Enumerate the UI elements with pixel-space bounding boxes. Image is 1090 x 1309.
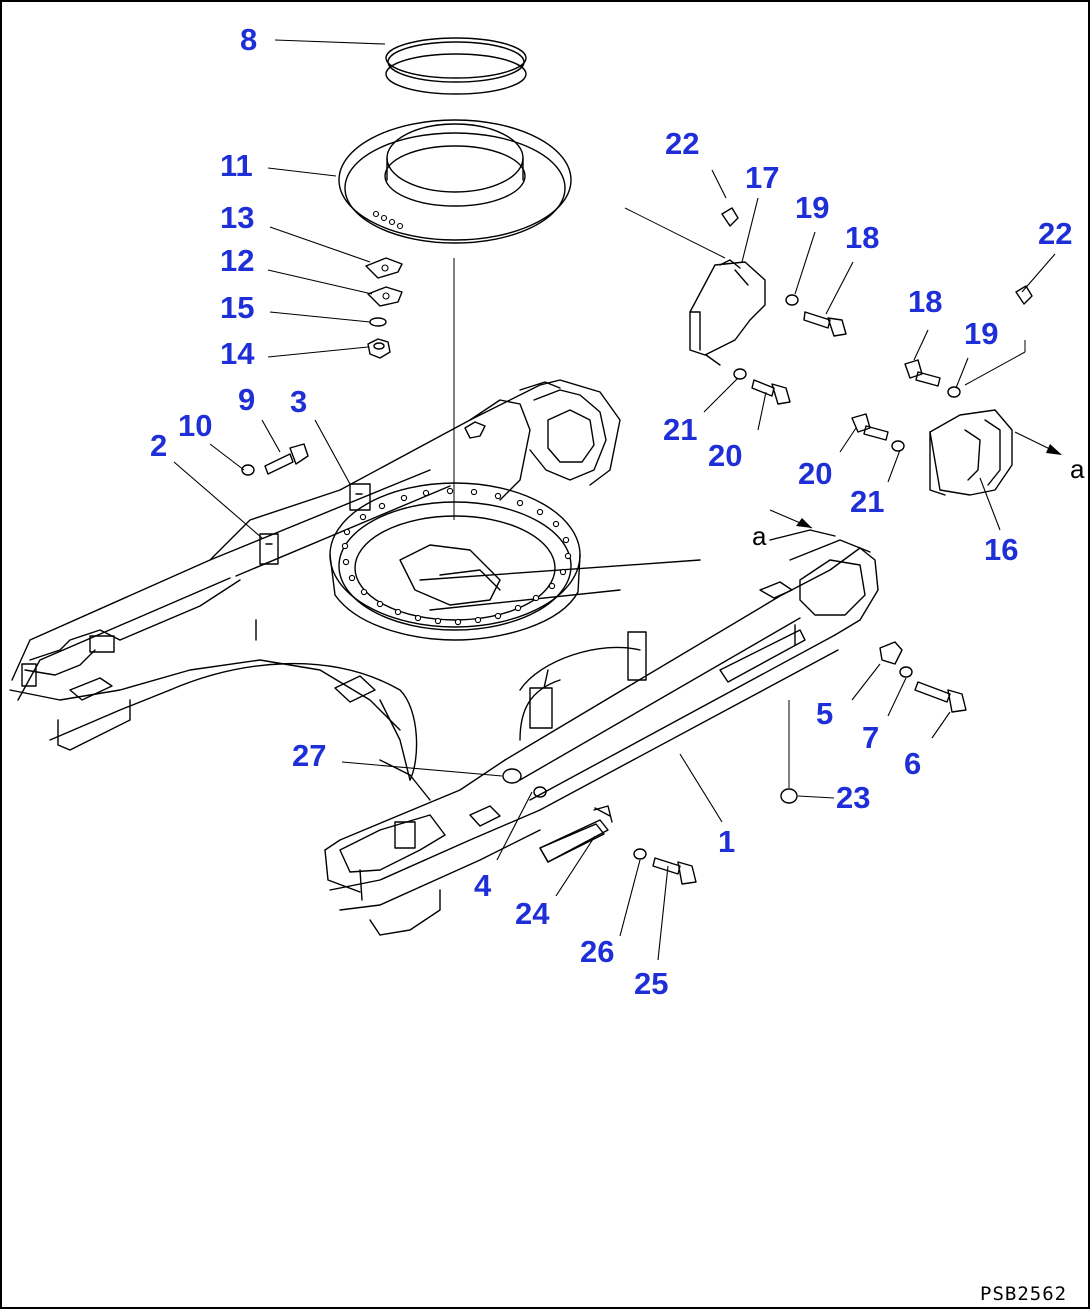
part-19-washer-right [947, 386, 961, 398]
callout-labels: 8 11 13 12 15 14 9 3 10 2 22 17 19 18 21… [150, 22, 1072, 1001]
callout-22-upper: 22 [665, 126, 699, 161]
part-15-washer [369, 317, 387, 327]
part-9-bolt [264, 443, 309, 475]
part-8-seal-ring [385, 37, 527, 95]
part-24-guard [539, 805, 613, 863]
callout-3: 3 [290, 384, 307, 419]
cover-16-line-b [964, 351, 1026, 386]
callout-14: 14 [220, 336, 255, 371]
part-10-washer [241, 464, 255, 476]
part-22-clip-right [1015, 285, 1033, 305]
callout-2: 2 [150, 428, 167, 463]
callout-4: 4 [474, 868, 492, 903]
part-4-plate [533, 786, 547, 798]
part-20-bolt-right [851, 413, 889, 441]
view-arrow-a-right [1014, 431, 1062, 455]
callout-20-right: 20 [798, 456, 832, 491]
callout-19-upper: 19 [795, 190, 829, 225]
part-22-clip-upper [721, 207, 739, 227]
callout-25: 25 [634, 966, 668, 1001]
part-12-plate [367, 286, 403, 307]
part-7-washer [899, 666, 913, 678]
callout-15: 15 [220, 290, 254, 325]
callout-19-right: 19 [964, 316, 998, 351]
callout-17: 17 [745, 160, 779, 195]
callout-6: 6 [904, 746, 921, 781]
callout-21-upper: 21 [663, 412, 697, 447]
part-1-track-frame [9, 379, 879, 936]
callout-1: 1 [718, 824, 735, 859]
callout-27: 27 [292, 738, 326, 773]
part-25-bolt [652, 857, 697, 885]
view-marker-a-upper: a [752, 521, 767, 551]
part-21-washer-right [891, 440, 905, 452]
part-18-bolt-right [904, 359, 941, 387]
callout-10: 10 [178, 408, 212, 443]
cover-17-assembly-line [624, 207, 726, 259]
view-arrow-a-upper [769, 509, 813, 529]
callout-12: 12 [220, 243, 254, 278]
view-marker-a-right: a [1070, 454, 1085, 484]
callout-11: 11 [220, 148, 253, 183]
leader-lines [173, 39, 1056, 961]
part-17-cover [689, 259, 766, 366]
callout-21-right: 21 [850, 484, 884, 519]
part-6-bolt [914, 681, 967, 713]
part-21-washer-upper [733, 368, 747, 380]
callout-26: 26 [580, 934, 614, 969]
part-5-plate [879, 641, 903, 665]
part-14-nut [367, 338, 391, 359]
callout-8: 8 [240, 22, 257, 57]
callout-23: 23 [836, 780, 870, 815]
swing-circle-seat [329, 482, 581, 641]
part-19-washer-upper [785, 294, 799, 306]
part-23-plug [780, 788, 798, 804]
callout-13: 13 [220, 200, 254, 235]
callout-20-upper: 20 [708, 438, 742, 473]
callout-18-upper: 18 [845, 220, 879, 255]
callout-16: 16 [984, 532, 1018, 567]
callout-9: 9 [238, 382, 255, 417]
callout-24: 24 [515, 896, 550, 931]
part-18-bolt-upper [803, 311, 847, 337]
callout-5: 5 [816, 696, 833, 731]
part-16-cover [929, 409, 1013, 496]
part-26-washer [633, 848, 647, 860]
callout-18-right: 18 [908, 284, 942, 319]
drawing-code: PSB2562 [980, 1283, 1067, 1305]
part-27-plug [502, 768, 522, 784]
callout-7: 7 [862, 720, 879, 755]
part-11-bearing-ring [338, 119, 572, 244]
part-20-bolt-upper [751, 379, 791, 405]
part-13-plate [365, 257, 403, 279]
callout-22-right: 22 [1038, 216, 1072, 251]
